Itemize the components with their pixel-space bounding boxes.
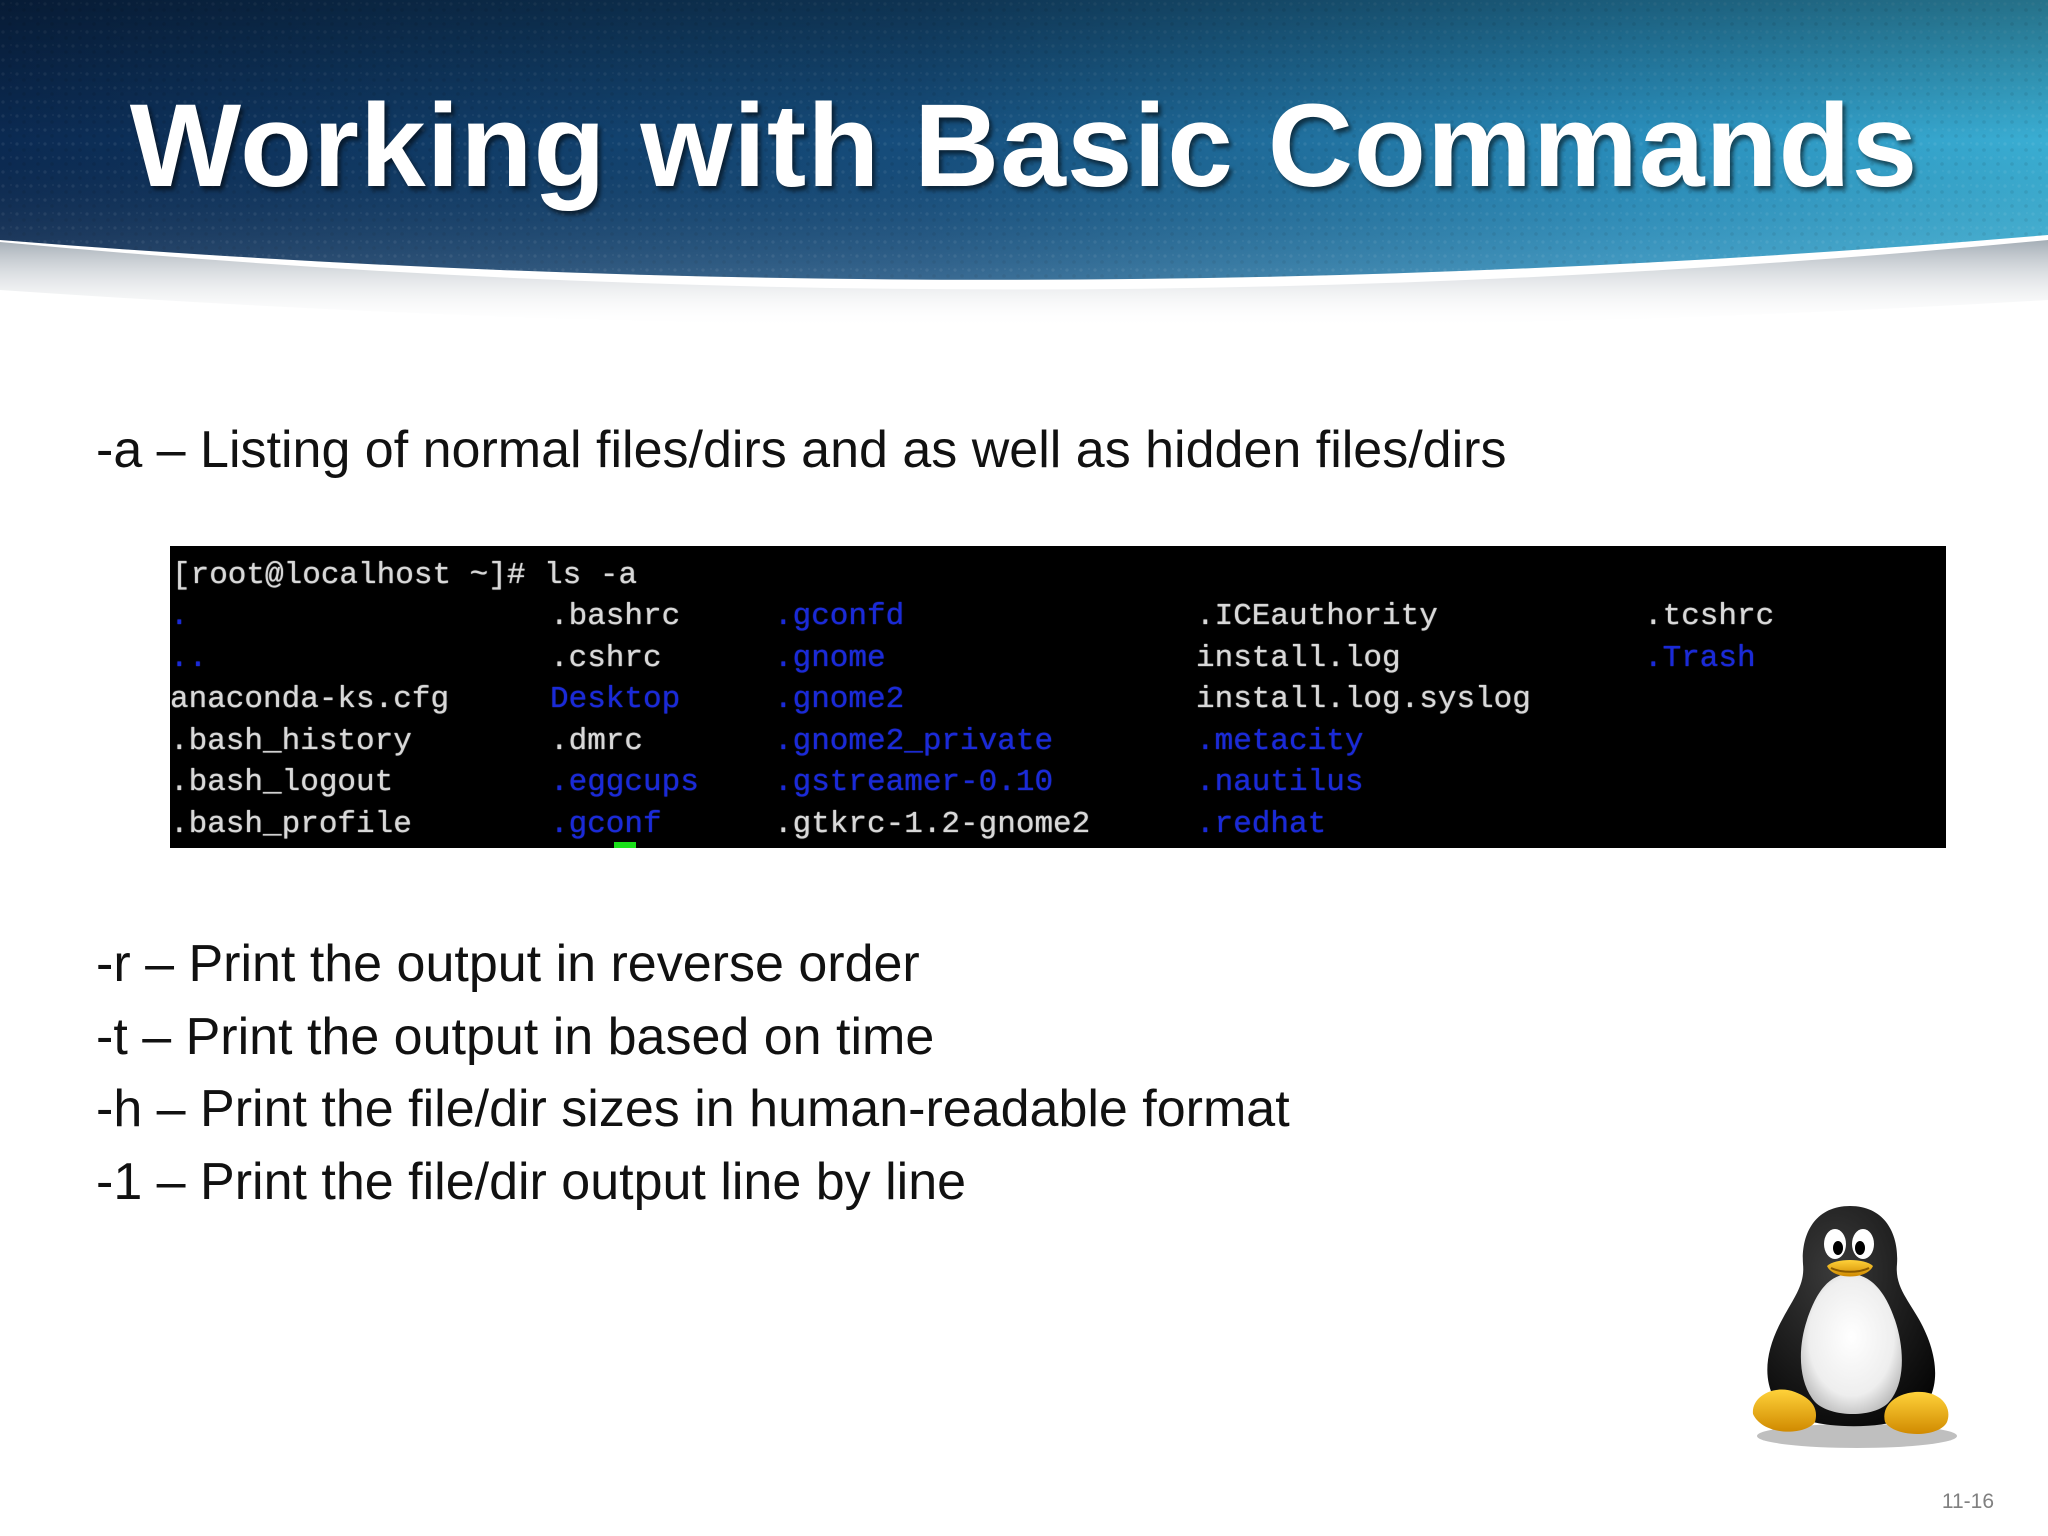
terminal-entry: .gstreamer-0.10 — [774, 765, 1054, 800]
terminal-entry: .gconfd — [774, 599, 905, 634]
terminal-entry: install.log.syslog — [1196, 682, 1531, 717]
terminal-entry: .redhat — [1196, 807, 1327, 842]
terminal-entry: .bash_logout — [170, 765, 394, 800]
terminal-entry: .gnome — [774, 641, 886, 676]
terminal-entry: install.log — [1196, 641, 1401, 676]
terminal-entry: .dmrc — [550, 724, 644, 759]
terminal-entry: .eggcups — [550, 765, 699, 800]
option-r-description: -r – Print the output in reverse order — [96, 935, 920, 993]
tux-penguin-icon — [1752, 1206, 1957, 1448]
terminal-screenshot: [root@localhost ~]# ls -a . .. anaconda-… — [170, 546, 1946, 848]
terminal-entry: .bash_profile — [170, 807, 412, 842]
option-t-description: -t – Print the output in based on time — [96, 1007, 935, 1066]
terminal-prompt: [root@localhost ~]# ls -a — [172, 558, 638, 593]
option-list: -r – Print the output in reverse order -… — [96, 928, 1290, 1218]
terminal-entry: .tcshrc — [1644, 599, 1775, 634]
terminal-entry: Desktop — [550, 682, 681, 717]
terminal-cursor — [614, 842, 636, 848]
slide-title: Working with Basic Commands — [129, 80, 1919, 212]
terminal-entry: .gnome2_private — [774, 724, 1054, 759]
terminal-entry: .bashrc — [550, 599, 681, 634]
terminal-entry: .cshrc — [550, 641, 662, 676]
terminal-entry: .bash_history — [170, 724, 412, 759]
option-h-description: -h – Print the file/dir sizes in human-r… — [96, 1080, 1290, 1138]
terminal-entry: .metacity — [1196, 724, 1364, 759]
terminal-entry: .. — [170, 641, 208, 676]
terminal-entry: .gtkrc-1.2-gnome2 — [774, 807, 1091, 842]
option-a-description: -a – Listing of normal files/dirs and as… — [96, 421, 1507, 479]
header-banner — [0, 0, 2048, 328]
terminal-entry: anaconda-ks.cfg — [170, 682, 450, 717]
terminal-entry: .nautilus — [1196, 765, 1364, 800]
terminal-entry: .gconf — [550, 807, 662, 842]
page-number: 11-16 — [1941, 1490, 1994, 1513]
terminal-entry: .gnome2 — [774, 682, 905, 717]
option-1-description: -1 – Print the file/dir output line by l… — [96, 1152, 967, 1211]
terminal-entry: .ICEauthority — [1196, 599, 1438, 634]
terminal-entry: .Trash — [1644, 641, 1756, 676]
terminal-entry: . — [170, 599, 189, 634]
